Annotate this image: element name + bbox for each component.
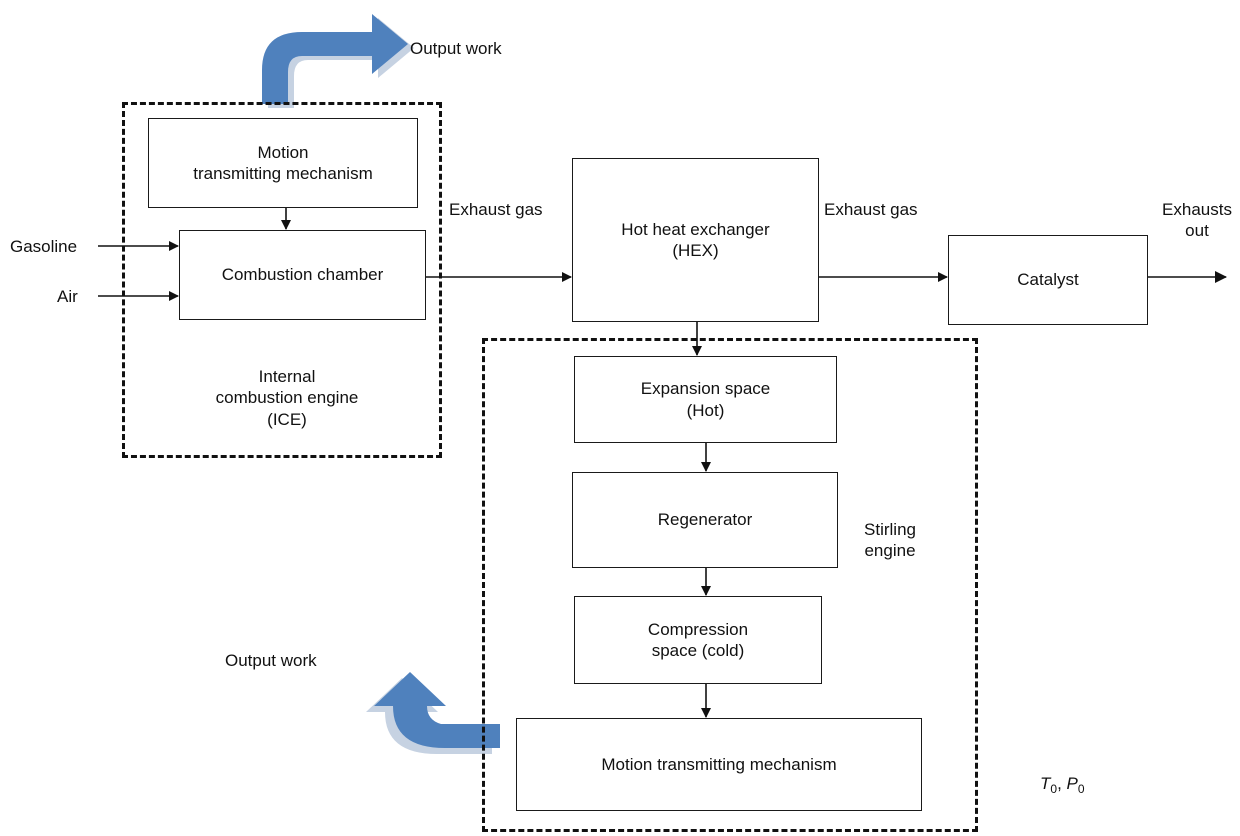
- expansion-line2: (Hot): [686, 400, 725, 420]
- output-work-arrow-bottom: [366, 672, 500, 754]
- compression-line1: Compression: [647, 619, 749, 639]
- stirling-motion-mechanism-box: Motion transmitting mechanism: [516, 718, 922, 811]
- catalyst-box: Catalyst: [948, 235, 1148, 325]
- ice-motion-line1: Motion: [257, 142, 309, 162]
- ice-boundary: [122, 102, 442, 458]
- ice-label-line1: Internal: [258, 367, 316, 386]
- stirling-engine-label: Stirling engine: [850, 519, 930, 562]
- ambient-conditions-label: T0, P0: [1040, 773, 1085, 797]
- output-work-label-top: Output work: [410, 39, 502, 58]
- ice-label-line3: (ICE): [267, 409, 307, 429]
- ambient-t-symbol: T: [1040, 774, 1051, 793]
- hex-line2: (HEX): [672, 241, 719, 260]
- stirling-motion-label: Motion transmitting mechanism: [601, 754, 837, 774]
- output-work-label-bottom: Output work: [225, 651, 317, 670]
- ice-label-line2: combustion engine: [215, 388, 359, 408]
- exhausts-out-line1: Exhausts: [1162, 200, 1232, 219]
- compression-line2: space (cold): [651, 641, 745, 660]
- stirling-boundary: [482, 338, 978, 832]
- ambient-sep: ,: [1057, 774, 1067, 793]
- exhausts-out-label: Exhausts out: [1160, 199, 1234, 242]
- regenerator-label: Regenerator: [657, 510, 753, 530]
- catalyst-label: Catalyst: [1017, 270, 1079, 290]
- combustion-chamber-box: Combustion chamber: [179, 230, 426, 320]
- output-work-arrow-top: [262, 14, 414, 108]
- stirling-label-line2: engine: [864, 541, 916, 561]
- ice-label: Internal combustion engine (ICE): [212, 366, 362, 430]
- air-label: Air: [57, 287, 78, 306]
- stirling-label-line1: Stirling: [864, 520, 916, 539]
- expansion-space-box: Expansion space (Hot): [574, 356, 837, 443]
- gasoline-label: Gasoline: [10, 237, 78, 256]
- ambient-p-symbol: P: [1066, 774, 1078, 793]
- hot-heat-exchanger-box: Hot heat exchanger (HEX): [572, 158, 819, 322]
- ice-motion-line2: transmitting mechanism: [193, 164, 373, 183]
- exhausts-out-line2: out: [1185, 221, 1209, 241]
- combustion-label: Combustion chamber: [221, 265, 384, 285]
- compression-space-box: Compression space (cold): [574, 596, 822, 684]
- ambient-p-sub: 0: [1077, 782, 1085, 796]
- exhaust-gas-label-1: Exhaust gas: [449, 200, 543, 219]
- hex-line1: Hot heat exchanger: [621, 219, 770, 239]
- ice-motion-mechanism-box: Motion transmitting mechanism: [148, 118, 418, 208]
- regenerator-box: Regenerator: [572, 472, 838, 568]
- expansion-line1: Expansion space: [640, 379, 771, 399]
- exhaust-gas-label-2: Exhaust gas: [824, 200, 918, 219]
- ambient-t-sub: 0: [1050, 782, 1058, 796]
